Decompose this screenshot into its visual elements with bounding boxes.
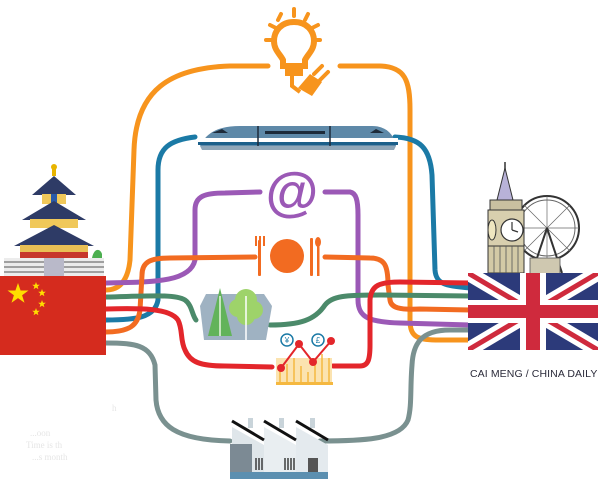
china-flag: [0, 276, 106, 355]
lightbulb-plug-icon: [264, 7, 330, 96]
rail-line: [103, 134, 473, 323]
faded-background-text: ...oon: [30, 428, 51, 438]
big-ben-london-eye-icon: [487, 162, 580, 275]
faded-background-text: ...s month: [32, 452, 68, 462]
at-sign-icon: @: [266, 162, 319, 222]
factory-icon: [230, 418, 329, 479]
svg-text:¥: ¥: [284, 336, 290, 345]
faded-background-text: h: [112, 403, 117, 413]
svg-text:£: £: [316, 336, 321, 345]
plate-cutlery-icon: [255, 236, 321, 276]
illustration-credit: CAI MENG / CHINA DAILY: [470, 368, 598, 380]
faded-background-text: Time is th: [26, 440, 63, 450]
food-line: [103, 254, 473, 335]
manufacturing-line: [103, 327, 473, 444]
environment-line: [103, 292, 473, 328]
finance-line: [103, 279, 473, 370]
svg-text:@: @: [266, 162, 319, 222]
trees-icon: [200, 288, 272, 340]
union-jack-flag: [468, 273, 598, 350]
high-speed-train-icon: [198, 126, 398, 150]
temple-of-heaven-icon: [4, 164, 104, 276]
connection-lines: [103, 63, 473, 444]
currency-chart-icon: ¥ £: [276, 333, 335, 385]
